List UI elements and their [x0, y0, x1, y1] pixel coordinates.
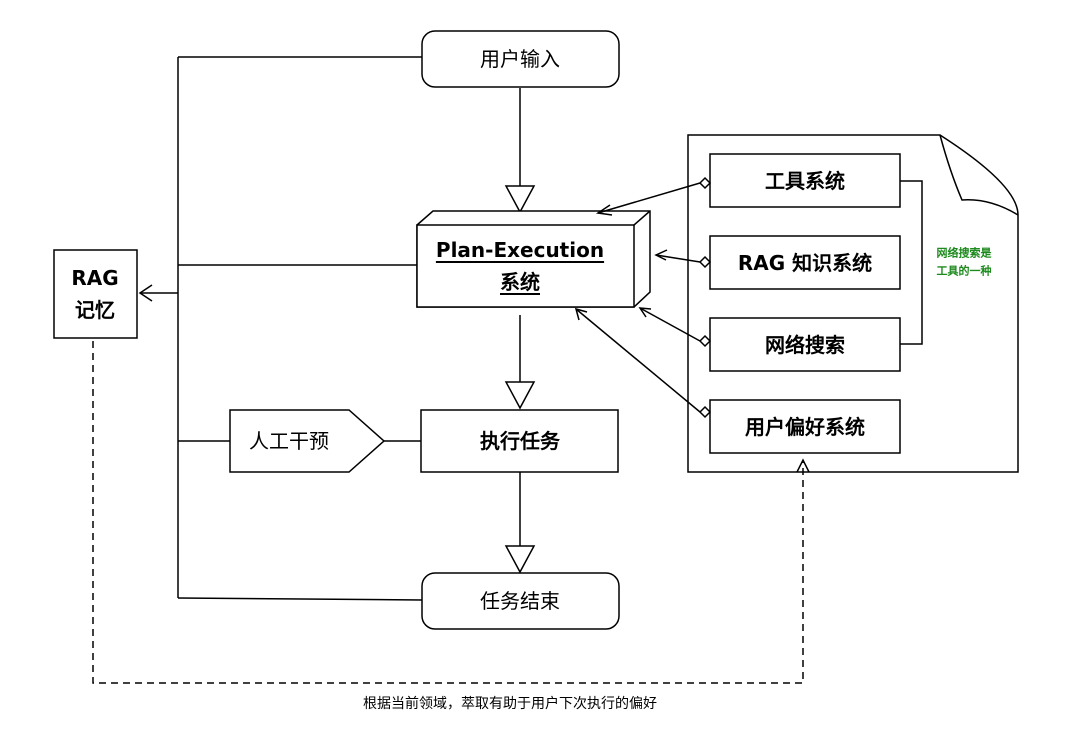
- user-input-label: 用户输入: [480, 47, 560, 71]
- rag-knowledge-system-label: RAG 知识系统: [738, 251, 872, 275]
- task-end-label: 任务结束: [480, 589, 560, 613]
- tool-system-label: 工具系统: [765, 169, 845, 193]
- user-input-node: 用户输入: [421, 30, 620, 88]
- execute-task-label: 执行任务: [480, 429, 561, 453]
- human-intervention-node: 人工干预: [229, 409, 386, 473]
- web-search-note-line2: 工具的一种: [937, 264, 992, 278]
- web-search-note-bracket: 网络搜索是 工具的一种: [900, 180, 993, 345]
- plan-execution-label-line2: 系统: [500, 270, 540, 294]
- tool-system-node: 工具系统: [709, 153, 901, 208]
- rag-memory-label-line1: RAG: [71, 266, 118, 290]
- left-bus-connectors: [138, 56, 423, 601]
- web-search-node: 网络搜索: [709, 317, 901, 372]
- preference-extraction-label: 根据当前领域，萃取有助于用户下次执行的偏好: [363, 695, 657, 712]
- preference-feedback-path: 根据当前领域，萃取有助于用户下次执行的偏好: [92, 341, 810, 712]
- human-intervention-label: 人工干预: [249, 429, 329, 453]
- subsystem-connectors: [574, 176, 712, 419]
- user-preference-system-node: 用户偏好系统: [709, 399, 901, 454]
- execute-task-node: 执行任务: [420, 409, 619, 473]
- task-end-node: 任务结束: [421, 572, 620, 630]
- web-search-note-line1: 网络搜索是: [937, 246, 993, 260]
- user-preference-system-label: 用户偏好系统: [745, 415, 865, 439]
- rag-knowledge-system-node: RAG 知识系统: [709, 235, 901, 290]
- rag-memory-node: RAG 记忆: [53, 249, 138, 339]
- main-flow-connectors: [384, 88, 536, 574]
- plan-execution-node: Plan-Execution 系统: [416, 210, 651, 308]
- web-search-label: 网络搜索: [765, 333, 845, 357]
- subsystems-document-container: [687, 134, 1019, 473]
- plan-execution-label-line1: Plan-Execution: [436, 238, 604, 262]
- rag-memory-label-line2: 记忆: [75, 298, 115, 322]
